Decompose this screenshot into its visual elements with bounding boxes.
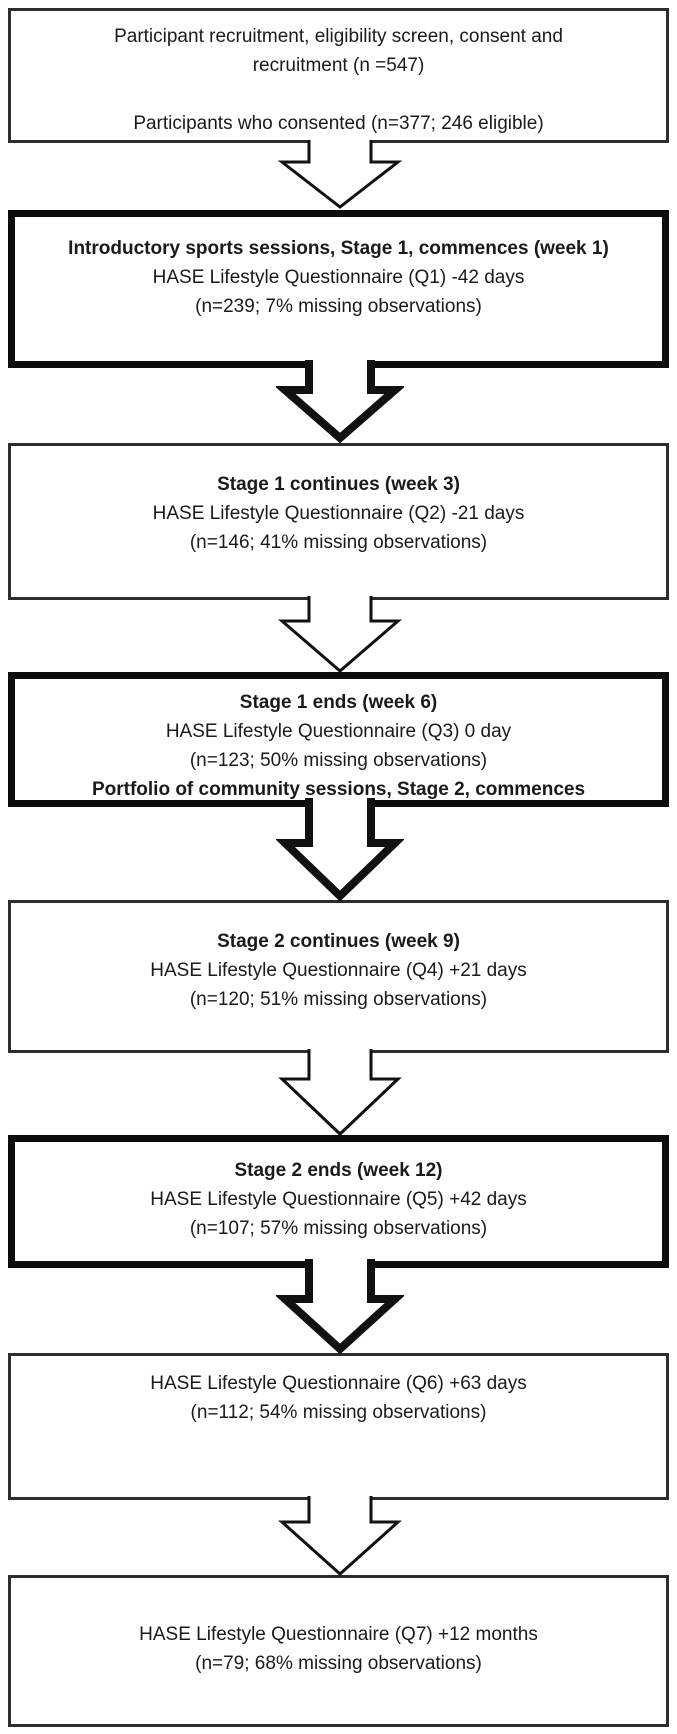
down-arrow-2-icon: [276, 360, 404, 443]
flow-box-stage2-ends: Stage 2 ends (week 12) HASE Lifestyle Que…: [8, 1135, 669, 1268]
down-arrow-6-icon: [276, 1259, 404, 1355]
flow-box-stage2-continues: Stage 2 continues (week 9) HASE Lifestyle…: [8, 900, 669, 1053]
flow-box-stage1-continues: Stage 1 continues (week 3) HASE Lifestyle…: [8, 443, 669, 600]
box-line: HASE Lifestyle Questionnaire (Q7) +12 mo…: [139, 1624, 538, 1645]
box-line: HASE Lifestyle Questionnaire (Q4) +21 da…: [150, 960, 527, 981]
box-line: Introductory sports sessions, Stage 1, c…: [68, 238, 609, 259]
box-line: Stage 2 ends (week 12): [234, 1160, 443, 1181]
box-line: Participants who consented (n=377; 246 e…: [133, 113, 544, 134]
box-line: (n=120; 51% missing observations): [189, 989, 488, 1010]
box-line: (n=79; 68% missing observations): [195, 1653, 482, 1674]
box-line: Stage 1 continues (week 3): [217, 474, 460, 495]
box-line: [11, 80, 666, 109]
box-line: HASE Lifestyle Questionnaire (Q2) -21 da…: [152, 503, 525, 524]
flow-box-recruitment: Participant recruitment, eligibility scr…: [8, 8, 669, 143]
box-line: (n=112; 54% missing observations): [190, 1402, 487, 1423]
box-line: HASE Lifestyle Questionnaire (Q5) +42 da…: [150, 1189, 527, 1210]
box-line: (n=123; 50% missing observations): [189, 750, 488, 771]
box-line: recruitment (n =547): [252, 55, 425, 76]
down-arrow-4-icon: [276, 798, 404, 902]
down-arrow-7-icon: [278, 1496, 402, 1577]
box-line: (n=107; 57% missing observations): [189, 1218, 488, 1239]
down-arrow-5-icon: [278, 1049, 402, 1137]
flow-box-stage1-commences: Introductory sports sessions, Stage 1, c…: [8, 210, 669, 368]
box-line: (n=146; 41% missing observations): [189, 532, 488, 553]
down-arrow-3-icon: [277, 596, 403, 673]
flow-box-q6-followup: HASE Lifestyle Questionnaire (Q6) +63 da…: [8, 1353, 669, 1500]
down-arrow-1-icon: [277, 140, 403, 209]
box-line: HASE Lifestyle Questionnaire (Q1) -42 da…: [152, 267, 525, 288]
box-line: (n=239; 7% missing observations): [195, 296, 482, 317]
box-line: Portfolio of community sessions, Stage 2…: [91, 779, 586, 800]
box-line: HASE Lifestyle Questionnaire (Q3) 0 day: [165, 721, 512, 742]
box-line: Participant recruitment, eligibility scr…: [114, 26, 563, 47]
flow-box-q7-followup: HASE Lifestyle Questionnaire (Q7) +12 mo…: [8, 1575, 669, 1727]
flow-box-stage1-ends-stage2-commences: Stage 1 ends (week 6) HASE Lifestyle Ques…: [8, 672, 669, 807]
box-line: Stage 2 continues (week 9): [217, 931, 460, 952]
box-line: HASE Lifestyle Questionnaire (Q6) +63 da…: [150, 1373, 527, 1394]
box-line: Stage 1 ends (week 6): [239, 692, 438, 713]
